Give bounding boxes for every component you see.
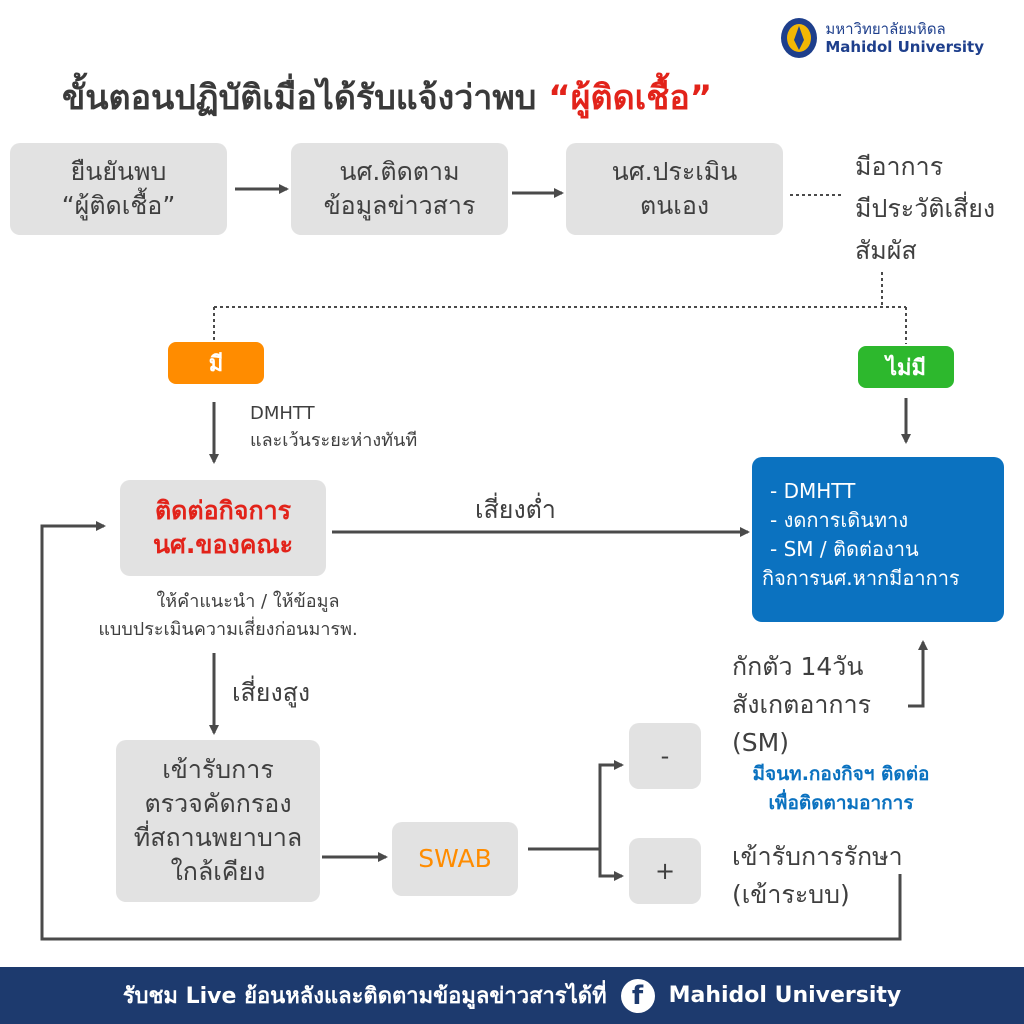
footer-page-link[interactable]: Mahidol University: [668, 983, 902, 1008]
staff-followup-note: มีจนท.กองกิจฯ ติดต่อเพื่อติดตามอาการ: [752, 763, 930, 814]
university-logo: มหาวิทยาลัยมหิดล Mahidol University: [779, 16, 984, 60]
result-positive-box: +: [629, 838, 701, 904]
criteria-list: มีอาการมีประวัติเสี่ยงสัมผัส: [855, 152, 996, 265]
advice-box: - DMHTT - งดการเดินทาง - SM / ติดต่องาน …: [752, 457, 1004, 622]
facebook-icon[interactable]: f: [620, 978, 655, 1013]
footer-text: รับชม Live ย้อนหลังและติดตามข้อมูลข่าวสา…: [122, 984, 607, 1009]
step-assess-box: นศ.ประเมินตนเอง: [566, 143, 783, 235]
swab-box: SWAB: [392, 822, 518, 896]
result-negative-box: -: [629, 723, 701, 789]
arrow-quarantine-up: [908, 640, 928, 708]
arrow-to-positive: [598, 849, 624, 881]
loop-back-line: [40, 521, 902, 941]
treatment-label: เข้ารับการรักษา(เข้าระบบ): [732, 842, 903, 909]
step-confirm-box: ยืนยันพบ“ผู้ติดเชื้อ”: [10, 143, 227, 235]
footer-banner: รับชม Live ย้อนหลังและติดตามข้อมูลข่าวสา…: [0, 967, 1024, 1024]
branch-no-badge: ไม่มี: [858, 346, 954, 388]
logo-thai-name: มหาวิทยาลัยมหิดล: [825, 20, 946, 38]
step-follow-box: นศ.ติดตามข้อมูลข่าวสาร: [291, 143, 508, 235]
arrow-to-negative: [598, 760, 624, 849]
logo-english-name: Mahidol University: [825, 38, 984, 56]
page-title: ขั้นตอนปฏิบัติเมื่อได้รับแจ้งว่าพบ “ผู้ต…: [62, 78, 713, 118]
contact-note: ให้คำแนะนำ / ให้ข้อมูลแบบประเมินความเสี่…: [98, 591, 358, 640]
screening-box: เข้ารับการตรวจคัดกรองที่สถานพยาบาลใกล้เค…: [116, 740, 320, 902]
low-risk-label: เสี่ยงต่ำ: [475, 495, 556, 524]
high-risk-label: เสี่ยงสูง: [232, 678, 311, 707]
contact-faculty-box: ติดต่อกิจการนศ.ของคณะ: [120, 480, 326, 576]
mahidol-seal-icon: [781, 18, 818, 58]
branch-yes-badge: มี: [168, 342, 264, 384]
quarantine-label: กักตัว 14วันสังเกตอาการ(SM): [732, 652, 872, 757]
